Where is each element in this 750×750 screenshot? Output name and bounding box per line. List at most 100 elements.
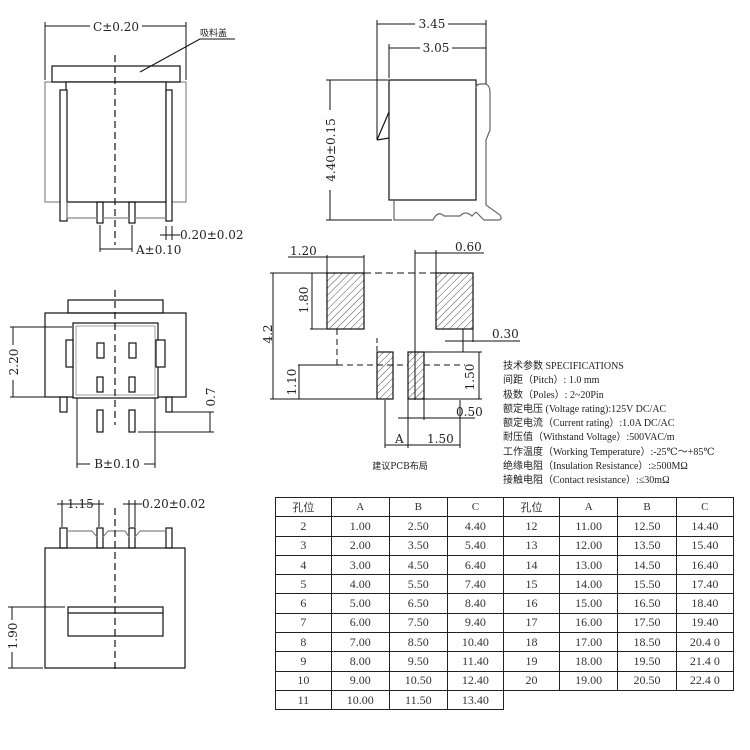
- table-cell: 10.50: [388, 670, 448, 691]
- signal-pad-1: [376, 351, 394, 400]
- table-cell: 19.00: [559, 670, 619, 691]
- table-cell: 21.4 0: [675, 651, 735, 672]
- dim-bottom-pin-width-label: 0.20±0.02: [142, 497, 206, 511]
- table-cell: 12.00: [559, 535, 619, 556]
- pad-height-label: 1.80: [297, 287, 311, 314]
- dim-c-label: C±0.20: [93, 20, 139, 34]
- spec-title: 技术参数 SPECIFICATIONS: [503, 361, 624, 372]
- spec-pitch: 间距（Pitch）: 1.0 mm: [503, 375, 600, 387]
- front-view: C±0.20 吸料盖 0.20±0.02 A±0.10: [44, 20, 244, 257]
- table-header-cell: A: [559, 496, 619, 518]
- mounting-pad-right: [435, 272, 474, 330]
- table-cell: 22.4 0: [675, 670, 735, 691]
- pad-width-label: 1.20: [290, 244, 317, 258]
- table-cell: 4.00: [330, 574, 390, 595]
- dim-1-15-label: 1.15: [67, 497, 94, 511]
- table-cell: 18.40: [675, 593, 735, 614]
- clearance-label: 0.30: [492, 327, 519, 341]
- table-cell: 4.40: [446, 516, 505, 537]
- dim-1-90-label: 1.90: [6, 623, 20, 650]
- table-cell: 3.00: [330, 554, 390, 576]
- pitch-label: 1.50: [427, 432, 454, 446]
- dim-b-label: B±0.10: [94, 457, 140, 471]
- spec-withstand: 耐压值（Withstand Voltage）:500VAC/m: [503, 432, 675, 444]
- dim-depth-outer-label: 3.45: [419, 17, 446, 31]
- table-cell: 17.40: [675, 574, 735, 595]
- pcb-layout: 1.20 0.60 4.2 1.80 1.10 1.50 0.30 0.50 A: [261, 240, 520, 472]
- table-cell: 19.50: [617, 651, 677, 672]
- table-cell: 10.00: [330, 689, 390, 711]
- table-cell: 16: [502, 593, 561, 614]
- table-cell: 14.50: [617, 554, 677, 576]
- table-cell: 6: [275, 593, 332, 614]
- table-cell: 7: [275, 612, 332, 634]
- table-cell: 5: [275, 574, 332, 595]
- table-cell: 15.50: [617, 574, 677, 595]
- table-cell: 17.50: [617, 612, 677, 634]
- table-cell: 14: [502, 554, 561, 576]
- table-cell: 9: [275, 651, 332, 672]
- table-cell: 19: [502, 651, 561, 672]
- top-view: 2.20 0.7 B±0.10: [7, 290, 218, 471]
- table-cell: 19.40: [675, 612, 735, 634]
- table-cell: 4.50: [388, 554, 448, 576]
- table-cell: 4: [275, 554, 332, 576]
- table-cell: 20.50: [617, 670, 677, 691]
- total-height-label: 4.2: [261, 324, 275, 343]
- gap-label: 0.60: [455, 240, 482, 254]
- table-cell: 17: [502, 612, 561, 634]
- table-cell: 20.4 0: [675, 632, 735, 653]
- table-cell: 9.00: [330, 670, 390, 691]
- table-cell: 14.00: [559, 574, 619, 595]
- table-cell: 20: [502, 670, 561, 691]
- side-view: 3.45 3.05 4.40±0.15: [324, 17, 502, 221]
- table-header-cell: 孔位: [502, 496, 561, 518]
- spec-voltage: 额定电压 (Voltage rating):125V DC/AC: [503, 403, 667, 415]
- table-cell: 11: [275, 689, 332, 711]
- table-cell: 12.40: [446, 670, 505, 691]
- table-cell: 18.50: [617, 632, 677, 653]
- spec-current: 额定电流（Current rating）:1.0A DC/AC: [503, 418, 675, 430]
- table-cell: 5.50: [388, 574, 448, 595]
- table-cell: 7.40: [446, 574, 505, 595]
- dim-a-pcb-label: A: [394, 432, 404, 446]
- table-cell: 18.00: [559, 651, 619, 672]
- spec-contact-resistance: 接触电阻（Contact resistance）:≤30mΩ: [503, 475, 670, 487]
- table-cell: 8: [275, 632, 332, 653]
- table-cell: 6.50: [388, 593, 448, 614]
- table-cell: 5.40: [446, 535, 505, 556]
- table-cell: 10: [275, 670, 332, 691]
- table-header-cell: B: [617, 496, 677, 518]
- table-cell: 9.40: [446, 612, 505, 634]
- dim-depth-inner-label: 3.05: [423, 41, 450, 55]
- offset-label: 1.10: [285, 369, 299, 396]
- table-header-cell: A: [330, 496, 390, 518]
- table-cell: 9.50: [388, 651, 448, 672]
- signal-pad-height-label: 1.50: [463, 364, 477, 391]
- table-cell: 17.00: [559, 632, 619, 653]
- table-cell: 11.50: [388, 689, 448, 711]
- table-cell: 10.40: [446, 632, 505, 653]
- table-cell: 7.00: [330, 632, 390, 653]
- bottom-view: 1.15 0.20±0.02 1.90: [6, 497, 206, 672]
- table-cell: 12: [502, 516, 561, 537]
- dim-0-7-label: 0.7: [204, 387, 218, 406]
- table-cell: 11.40: [446, 651, 505, 672]
